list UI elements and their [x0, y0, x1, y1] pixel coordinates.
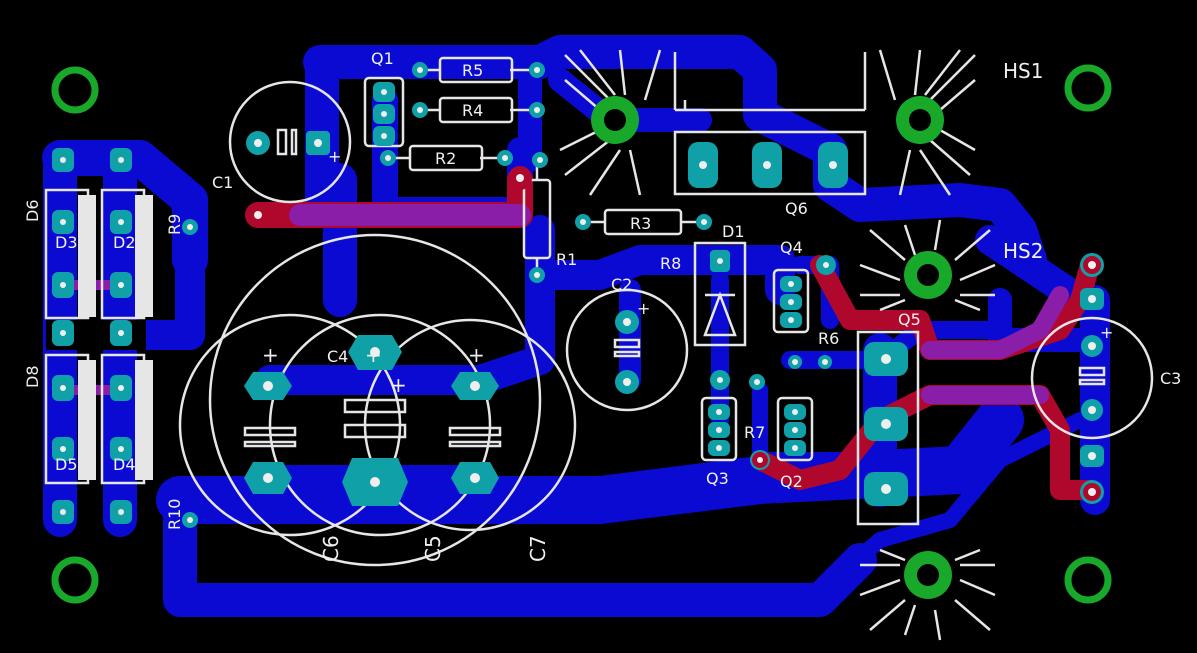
label-c5: C5 [421, 535, 445, 562]
drill-holes [60, 67, 1096, 523]
mounting-holes [51, 64, 1112, 604]
polarity-c7: + [468, 343, 485, 367]
silkscreen-labels: Q1 R5 R4 R2 R3 R1 C1 C2 C3 C4 D1 D2 D3 D… [23, 49, 1181, 562]
hs1-hole-left-drill [604, 109, 626, 131]
label-c1: C1 [212, 173, 233, 192]
capacitor-c4-outline [208, 233, 542, 567]
polarity-c1: + [328, 147, 341, 166]
label-q1: Q1 [371, 49, 394, 68]
label-r7: R7 [744, 423, 765, 442]
resistor-r5-body [438, 56, 514, 84]
diode-d5-band [78, 360, 96, 480]
capacitor-c5-outline [268, 313, 492, 537]
capacitor-c3-outline [1030, 316, 1154, 440]
hs1-hole-right-drill [909, 109, 931, 131]
label-hs1: HS1 [1003, 59, 1043, 83]
label-c3: C3 [1160, 369, 1181, 388]
resistor-r2-body [408, 144, 484, 172]
mount-hole-top-right [1064, 64, 1112, 112]
label-r6: R6 [818, 329, 839, 348]
label-c7: C7 [526, 535, 550, 562]
small-capacitors [228, 80, 1154, 440]
polarity-c2: + [637, 299, 650, 318]
top-copper-layer [55, 167, 1100, 500]
label-r3: R3 [630, 214, 651, 233]
transistor-q2-body [776, 396, 814, 462]
label-c4: C4 [327, 347, 348, 366]
label-d1: D1 [722, 222, 745, 241]
polarity-c6: + [262, 343, 279, 367]
capacitor-c1-outline [228, 80, 352, 204]
label-d6: D6 [23, 200, 42, 223]
transistor-q4-body [772, 268, 810, 334]
diode-d3-band [78, 195, 96, 317]
mount-hole-top-left [51, 66, 99, 114]
label-r4: R4 [462, 101, 483, 120]
label-r8: R8 [660, 254, 681, 273]
heatsink-hs1 [559, 49, 976, 196]
hs2-hole-bottom-drill [917, 564, 939, 586]
heatsink-hs2-outline [856, 219, 996, 641]
mount-hole-bottom-right [1064, 556, 1112, 604]
polarity-c5: + [390, 373, 407, 397]
label-d2: D2 [113, 233, 136, 252]
label-q5: Q5 [898, 310, 921, 329]
label-d8: D8 [23, 366, 42, 389]
label-r10: R10 [165, 499, 184, 530]
resistor-r4-body [438, 96, 514, 124]
label-d5: D5 [55, 455, 78, 474]
heatsink-hs2 [856, 219, 996, 641]
diode-d4-band [135, 360, 153, 480]
diode-d2-band [135, 195, 153, 317]
resistor-r3-body [603, 208, 683, 236]
label-d4: D4 [113, 455, 136, 474]
label-d3: D3 [55, 233, 78, 252]
mount-hole-bottom-left [51, 556, 99, 604]
polarity-c3: + [1100, 323, 1113, 342]
label-q4: Q4 [780, 238, 803, 257]
polarity-c4: + [365, 343, 382, 367]
label-q2: Q2 [780, 472, 803, 491]
heatsink-hs1-outline [559, 49, 976, 196]
label-r5: R5 [462, 61, 483, 80]
label-q3: Q3 [706, 469, 729, 488]
label-c2: C2 [611, 275, 632, 294]
label-r9: R9 [165, 214, 184, 235]
label-c6: C6 [319, 535, 343, 562]
hs2-hole-top-drill [917, 264, 939, 286]
bulk-capacitors [178, 233, 577, 567]
transistor-q3-body [700, 396, 738, 462]
label-r2: R2 [435, 149, 456, 168]
label-hs2: HS2 [1003, 239, 1043, 263]
label-q6: Q6 [785, 199, 808, 218]
diode-d1-body [693, 241, 747, 347]
label-r1: R1 [556, 250, 577, 269]
capacitor-c2-outline [565, 288, 689, 412]
